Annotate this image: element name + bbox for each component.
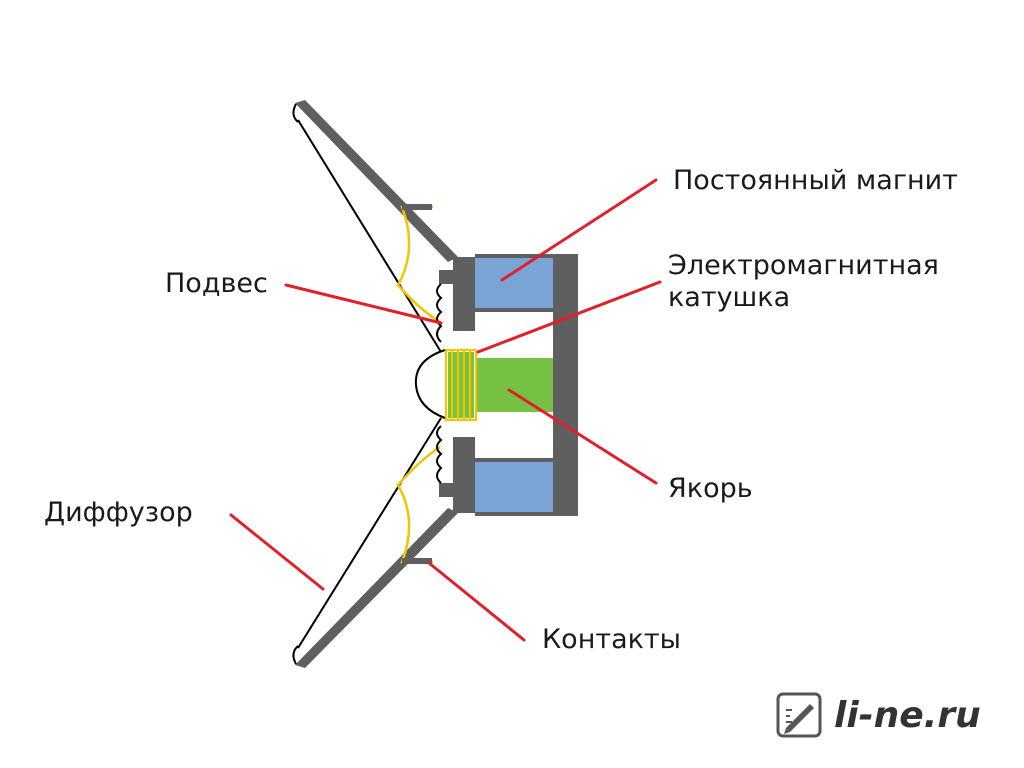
leader-magnet	[500, 178, 658, 282]
label-diffuser: Диффузор	[44, 497, 193, 528]
label-coil-line1: Электромагнитная	[668, 250, 939, 281]
dust-cap	[414, 349, 446, 419]
suspension-top	[436, 283, 443, 343]
contact-wire-bottom	[396, 445, 441, 564]
suspension-mount-top	[439, 270, 453, 284]
magnet-bottom-border	[475, 458, 553, 462]
label-electromagnetic-coil: Электромагнитная катушка	[668, 250, 939, 314]
pole-plate-bottom	[453, 437, 475, 513]
label-contacts: Контакты	[542, 624, 681, 655]
magnet-bottom-border2	[475, 512, 553, 516]
leader-contacts	[427, 561, 526, 642]
leader-suspension	[284, 283, 443, 325]
permanent-magnet-top	[475, 257, 553, 309]
label-permanent-magnet: Постоянный магнит	[673, 165, 958, 196]
leader-coil	[476, 280, 662, 354]
label-anchor: Якорь	[668, 473, 753, 504]
diffuser-rim-top	[292, 103, 299, 123]
anchor	[475, 358, 553, 412]
logo-text: li-ne.ru	[834, 694, 981, 736]
diffuser-upper-line	[297, 119, 442, 353]
label-suspension: Подвес	[165, 268, 268, 299]
suspension-bottom	[436, 425, 443, 484]
coil-windings	[444, 348, 478, 422]
leader-lines	[229, 178, 662, 642]
site-logo: li-ne.ru	[776, 690, 981, 740]
leader-anchor	[507, 388, 658, 485]
pole-plate-top	[453, 257, 475, 331]
diffuser-rim-bottom	[292, 645, 299, 665]
basket-lower	[295, 508, 458, 668]
label-coil-line2: катушка	[668, 281, 791, 313]
leader-diffuser	[229, 513, 325, 591]
ruler-pencil-icon	[776, 692, 822, 738]
magnet-top-border2	[475, 308, 553, 312]
diffuser-lower-line	[297, 417, 442, 649]
back-plate	[553, 254, 578, 516]
contact-plate-top	[402, 204, 432, 210]
magnet-top-border	[475, 254, 553, 258]
contact-plate-bottom	[402, 558, 432, 564]
basket-upper	[295, 100, 458, 262]
permanent-magnet-bottom	[475, 461, 553, 513]
suspension-mount-bottom	[439, 483, 453, 497]
contact-wire-top	[396, 205, 441, 324]
